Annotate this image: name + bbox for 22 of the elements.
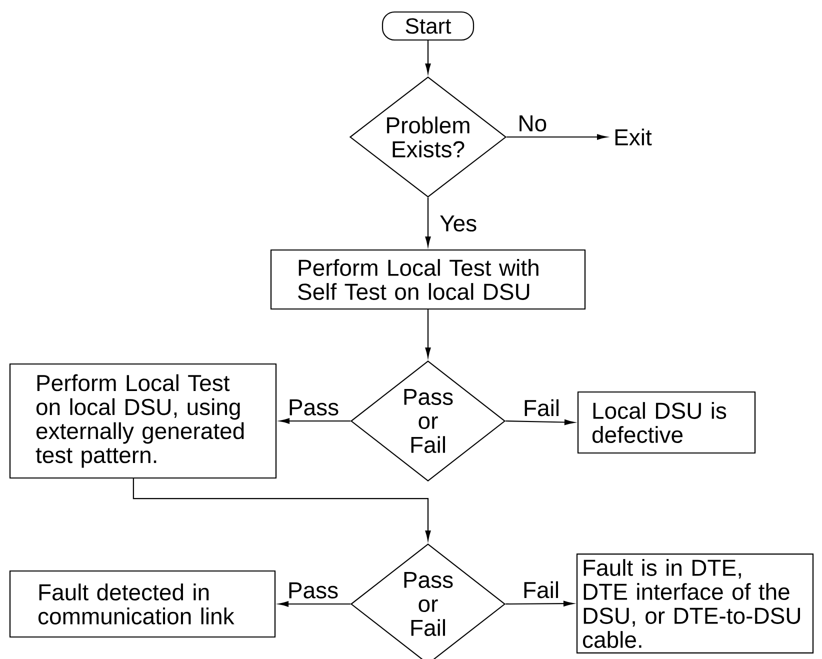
- arrow: [425, 310, 431, 358]
- process-box: Fault is in DTE, DTE interface of the DSU, or DTE-to-DSU cable.: [576, 554, 814, 654]
- edge-label: Pass: [286, 398, 340, 416]
- arrow: [132, 478, 431, 540]
- process-box: Perform Local Test with Self Test on local DSU: [270, 249, 586, 310]
- process-box: Fault detected in communication link: [9, 570, 276, 638]
- start-terminal: Start: [382, 11, 474, 41]
- arrow: [425, 198, 431, 246]
- edge-label: Yes: [438, 214, 478, 233]
- process-box: Perform Local Test on local DSU, using externally generated test pattern.: [9, 363, 277, 479]
- edge-label: Fail: [521, 580, 561, 600]
- edge-label: Pass: [286, 581, 340, 600]
- arrow: [506, 134, 607, 140]
- process-box: Local DSU is defective: [577, 391, 756, 454]
- arrow: [506, 600, 574, 606]
- arrow: [506, 419, 574, 426]
- edge-label: Fail: [522, 398, 562, 418]
- arrow: [425, 40, 431, 74]
- arrow: [278, 601, 350, 607]
- arrow: [280, 418, 350, 424]
- flow-text: Exit: [615, 128, 652, 146]
- edge-label: No: [516, 114, 548, 132]
